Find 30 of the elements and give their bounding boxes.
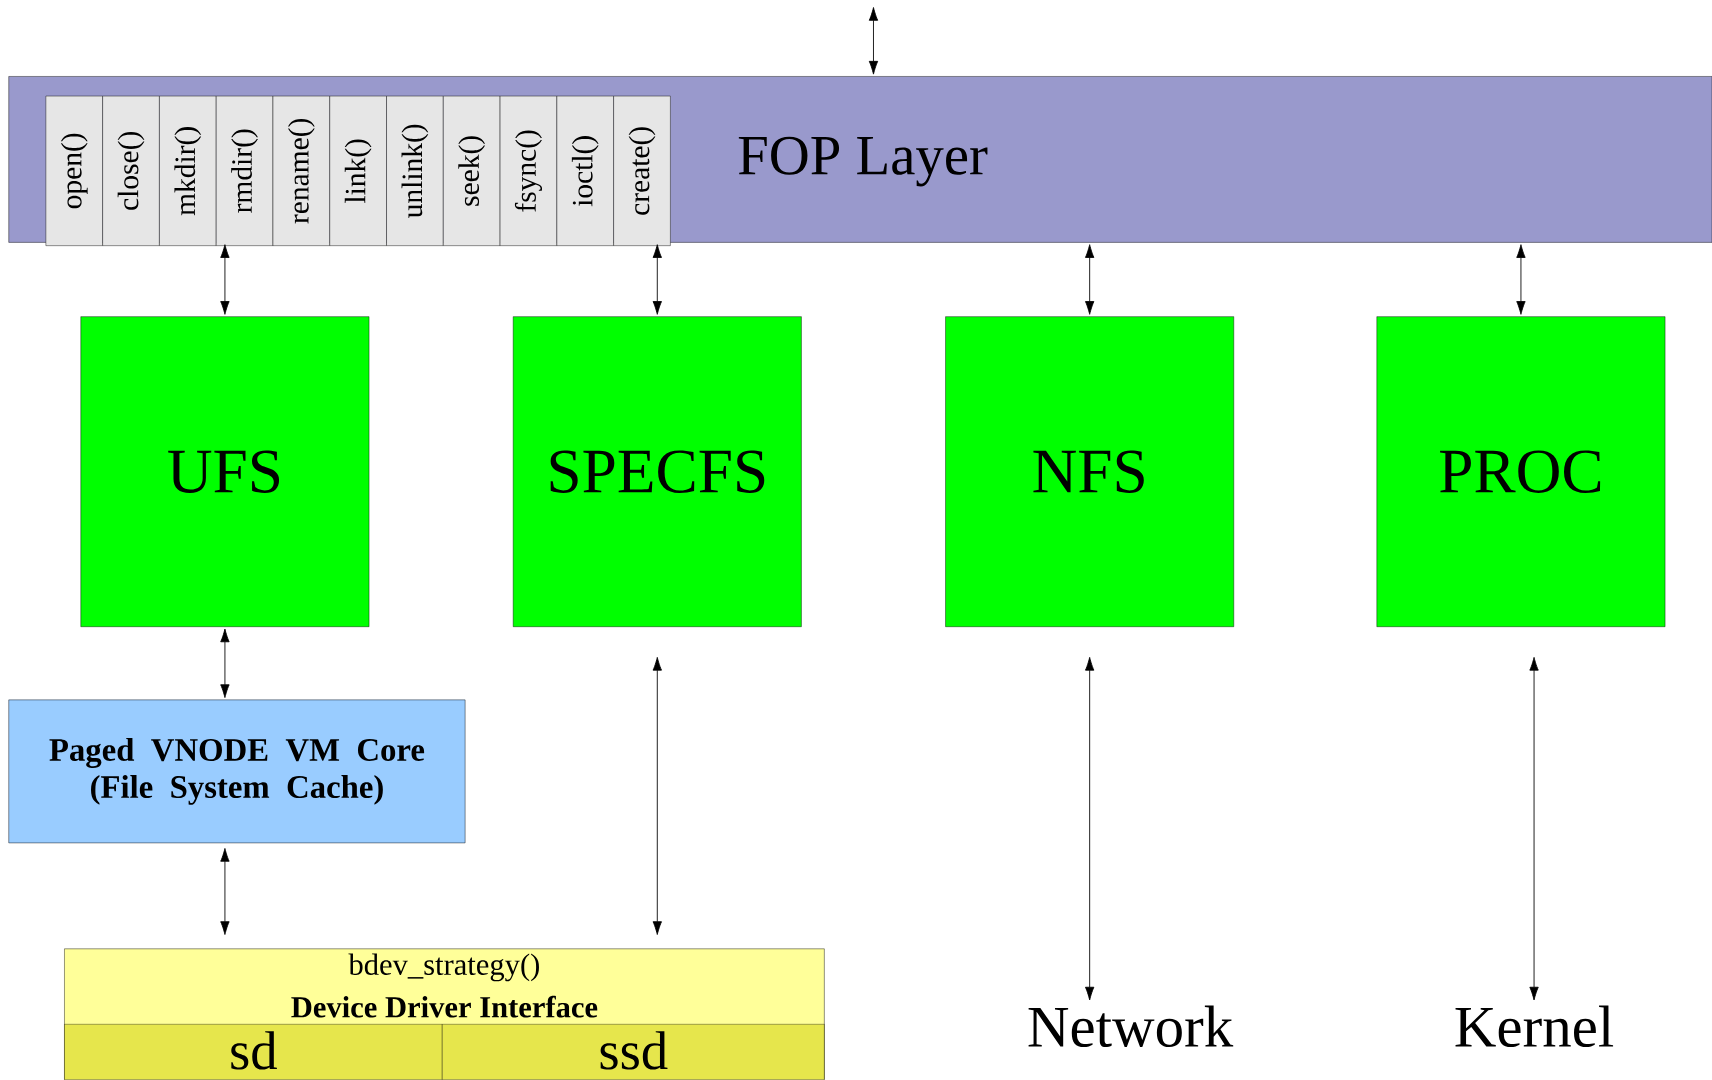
function-cell: ioctl() (556, 95, 614, 246)
function-cell: seek() (443, 95, 501, 246)
function-cell: link() (329, 95, 387, 246)
text-label: Network (1028, 1005, 1234, 1048)
driver-cell: sd (64, 1024, 443, 1080)
function-cell: open() (45, 95, 103, 246)
function-cell: rename() (272, 95, 330, 246)
driver-cell: ssd (441, 1024, 825, 1080)
arrow (220, 244, 230, 315)
filesystem-box: NFS (945, 316, 1234, 627)
arrow (868, 7, 879, 75)
function-cell: close() (102, 95, 160, 246)
arrow (220, 628, 230, 699)
arrow (220, 848, 230, 935)
filesystem-box: PROC (1376, 316, 1666, 627)
arrow (1529, 657, 1539, 1001)
function-cell: unlink() (386, 95, 444, 246)
text-label: Kernel (1455, 1005, 1614, 1048)
arrow (1516, 244, 1526, 315)
function-cell: create() (613, 95, 671, 246)
function-cell: mkdir() (159, 95, 217, 246)
function-cell: rmdir() (215, 95, 274, 246)
arrow (1085, 657, 1095, 1001)
arrow (652, 244, 662, 315)
cache-box: Paged VNODE VM Core (File System Cache) (8, 699, 466, 844)
arrow (652, 657, 662, 935)
filesystem-box: UFS (80, 316, 370, 627)
arrow (1085, 244, 1095, 315)
filesystem-box: SPECFS (512, 316, 802, 627)
function-cell: fsync() (499, 95, 558, 246)
